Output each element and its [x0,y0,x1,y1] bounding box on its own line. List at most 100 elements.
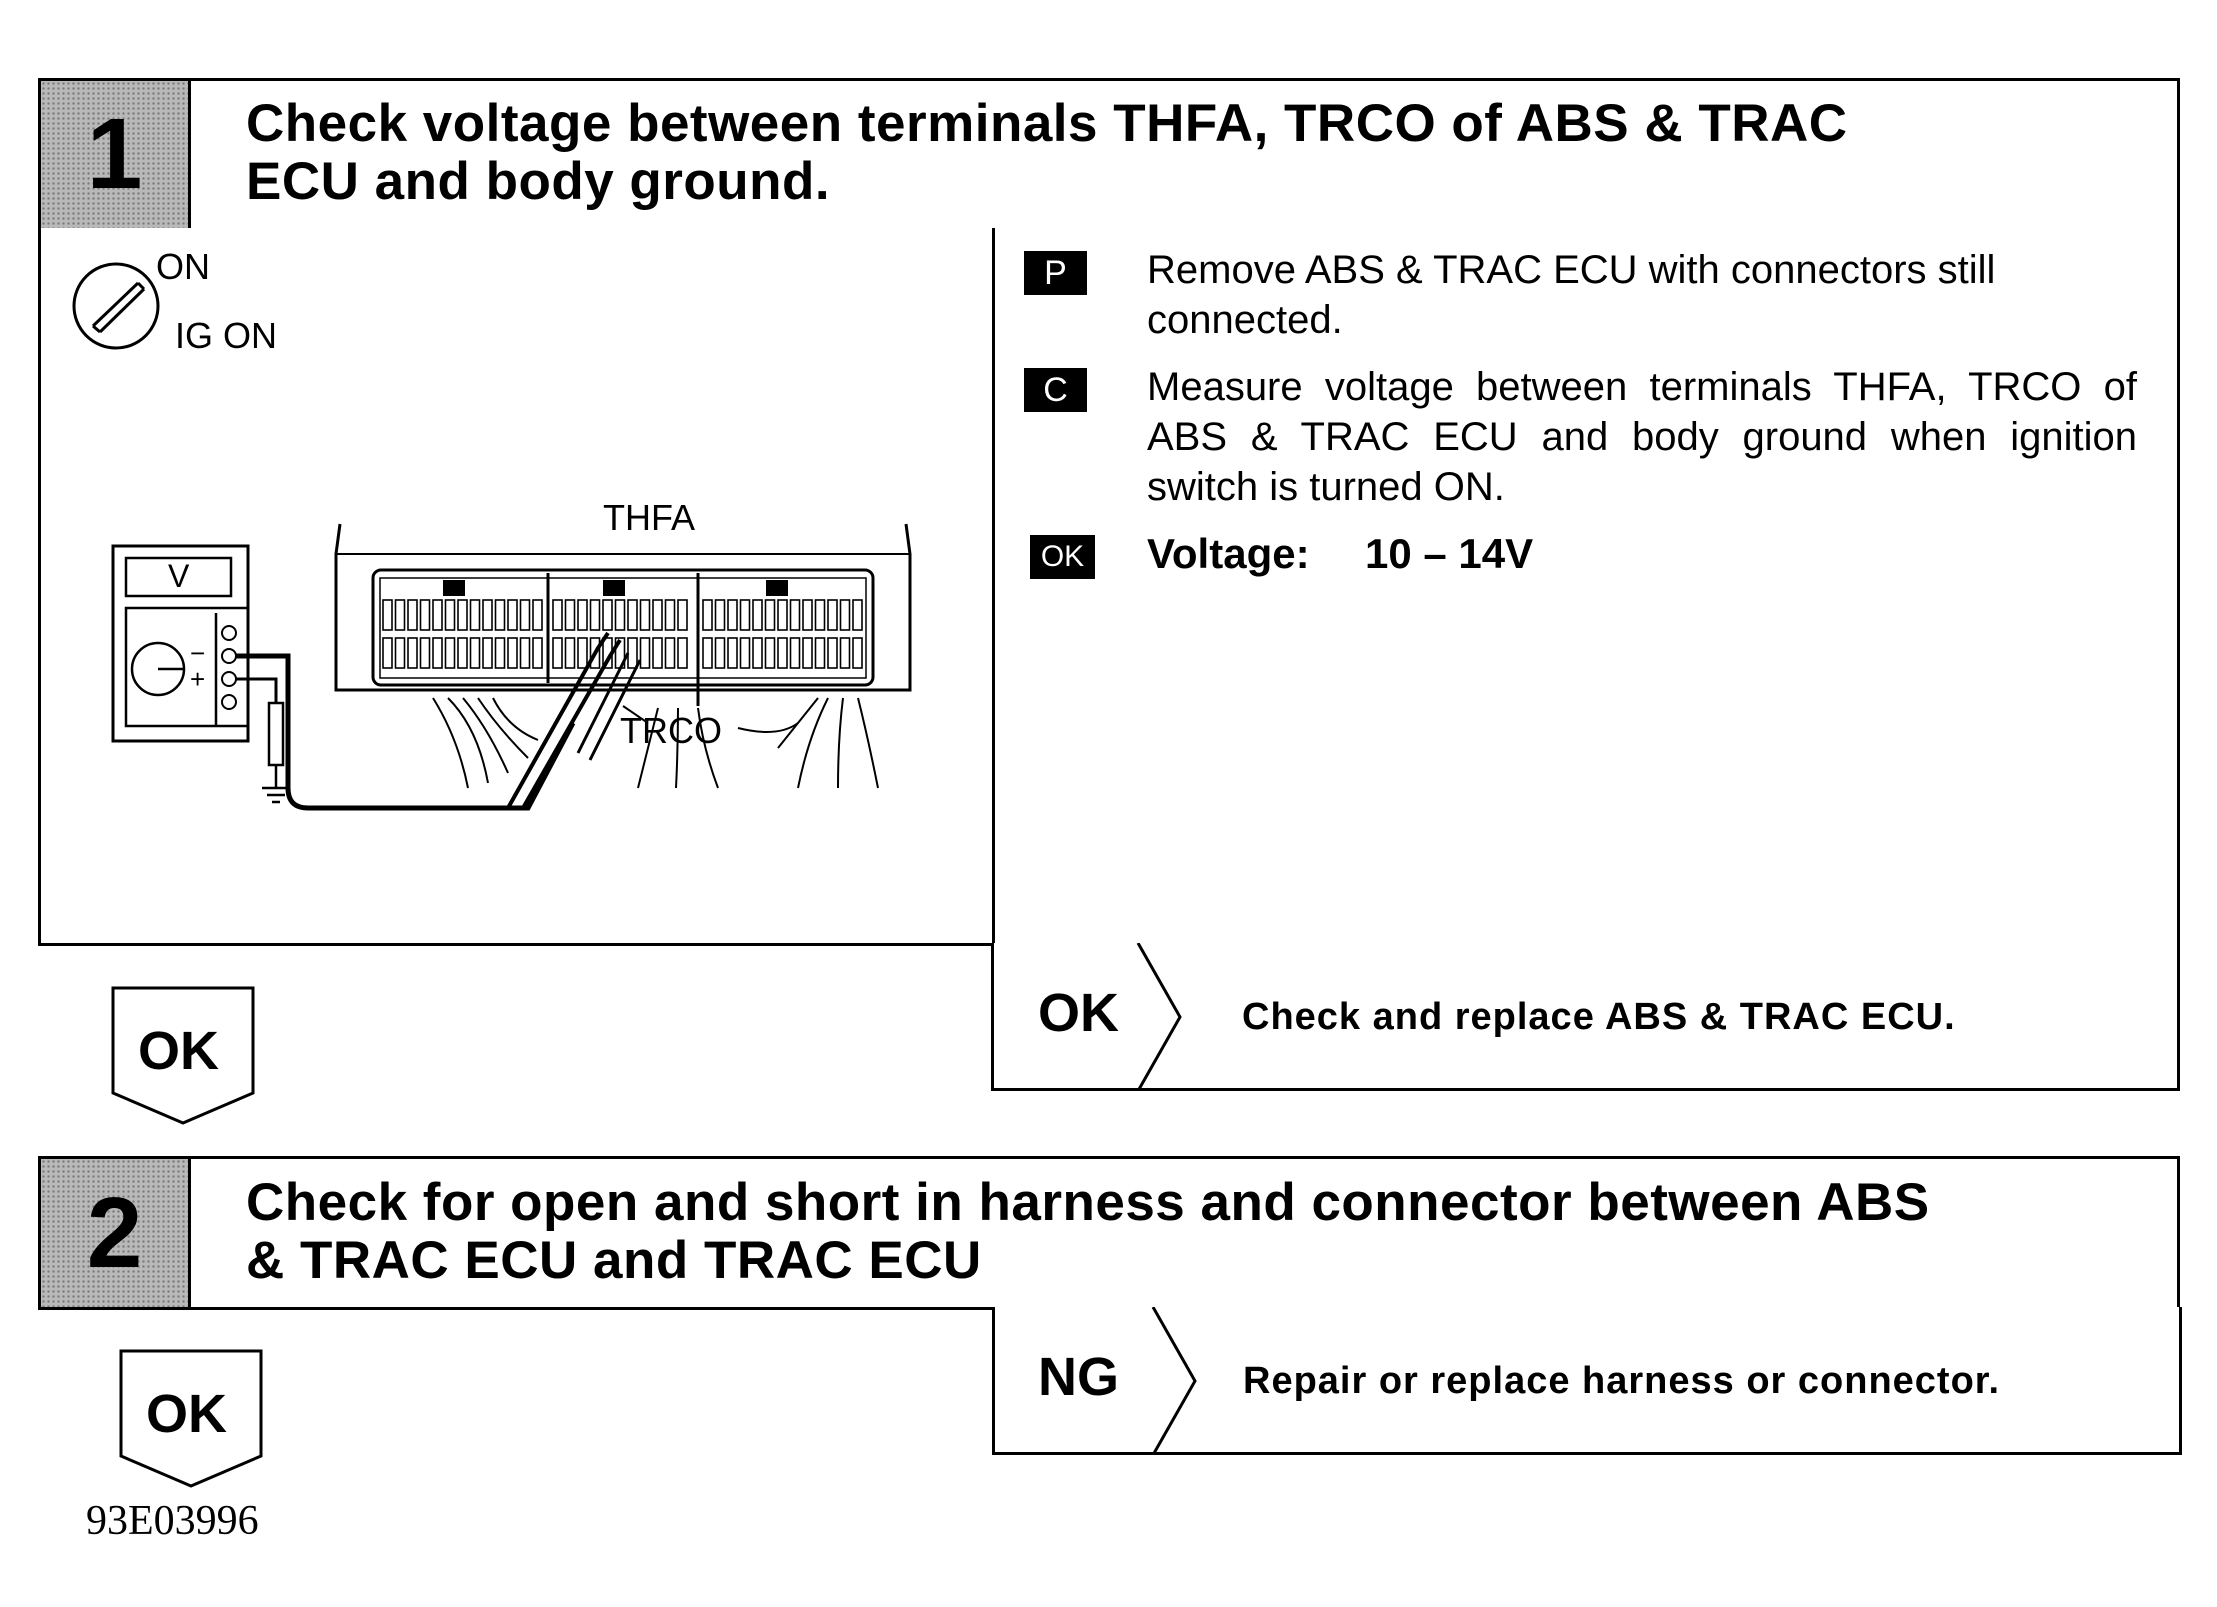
result-chevron [1151,1307,1197,1455]
connector-pin [469,637,481,669]
connector-pin [552,637,563,669]
connector-pin [469,599,481,631]
connector-pin [802,637,813,669]
step1-result-label: OK [1038,983,1119,1043]
connector-pin [714,637,726,669]
ground-symbol-icon [262,786,290,804]
step2-result-text: Repair or replace harness or connector. [1243,1360,2001,1402]
connector-pin [564,637,576,669]
connector-pin [664,637,676,669]
connector-pin [432,599,443,631]
connector-pin [394,637,406,669]
trco-label: TRCO [620,710,722,751]
connector-pin [627,599,638,631]
step2-title-line1: Check for open and short in harness and … [246,1173,1930,1232]
spec-label: Voltage: [1147,530,1310,577]
connector-pin [444,637,456,669]
step1-title-line2: ECU and body ground. [246,152,831,211]
connector-pin [814,637,826,669]
connector-pin [739,599,751,631]
connector-pin [839,599,851,631]
connector-pin [507,637,518,669]
connector-pin [419,599,431,631]
connector-pin [457,599,468,631]
connector-pin [714,599,726,631]
step1-number-badge: 1 [41,81,191,228]
step1-title-line1: Check voltage between terminals THFA, TR… [246,94,1848,153]
connector-pin [727,599,738,631]
connector-pin [627,637,638,669]
connector-pin [494,637,506,669]
voltmeter-lead-minus [236,677,278,703]
connector-pin [519,637,531,669]
wire-harness [432,697,879,789]
document-code: 93E03996 [86,1498,259,1544]
connector-pin [494,599,506,631]
connector-pin [752,599,763,631]
connector-pin [852,637,863,669]
connector-pin [702,637,713,669]
spec-value: 10 – 14V [1365,530,1534,577]
connector-pin [739,637,751,669]
connector-pin [814,599,826,631]
ignition-on-label: ON [156,246,210,287]
connector-pin [614,599,626,631]
instruction-p: Remove ABS & TRAC ECU with connectors st… [1147,248,1996,342]
connector-pin [664,599,676,631]
connector-pin [827,599,838,631]
connector-pin [577,599,588,631]
step2-number-badge: 2 [41,1159,191,1307]
connector-pin [407,637,418,669]
connector-pin [432,637,443,669]
ground-probe [267,701,285,767]
connector-pin [394,599,406,631]
result-chevron [1136,943,1182,1091]
step2-ok-label: OK [146,1384,227,1444]
tag-p: P [1024,251,1087,295]
connector-pin [564,599,576,631]
connector-pin [482,637,493,669]
connector-pin [577,637,588,669]
connector-pin [482,599,493,631]
step2-ok-arrow [119,1349,263,1488]
connector-pin [407,599,418,631]
connector-pin [652,637,663,669]
voltmeter-icon [111,544,250,743]
connector-pin [419,637,431,669]
connector-diagram [72,262,912,811]
step1-body [38,228,2180,946]
connector-pin [457,637,468,669]
connector-pin [852,599,863,631]
connector-pin [602,599,613,631]
connector-pins [382,599,863,669]
step1-body-divider [992,228,995,943]
test-probes [506,631,700,809]
connector-pin [727,637,738,669]
thfa-label: THFA [603,497,696,538]
connector-pin [639,637,651,669]
ecu-connector [371,568,875,687]
ignition-key-icon [72,262,160,350]
connector-pin [752,637,763,669]
connector-pin [639,599,651,631]
connector-pin [789,599,801,631]
step2-header: 2 Check for open and short in harness an… [38,1156,2180,1310]
connector-pin [532,637,543,669]
step1-number: 1 [86,98,143,210]
instruction-c: Measure voltage between terminals THFA, … [1147,365,2137,509]
connector-pin [652,599,663,631]
meter-plus-label: + [190,664,206,694]
connector-pin [382,599,393,631]
connector-pin [677,599,688,631]
connector-pin [802,599,813,631]
connector-pin [777,637,788,669]
ecu-housing [334,523,912,692]
meter-minus-label: − [190,638,206,668]
connector-pin [552,599,563,631]
connector-pin [382,637,393,669]
step1-result-text: Check and replace ABS & TRAC ECU. [1242,996,1956,1038]
connector-pin [702,599,713,631]
step1-ok-label: OK [138,1021,219,1081]
connector-pin [444,599,456,631]
step2-result-box [992,1307,2182,1455]
